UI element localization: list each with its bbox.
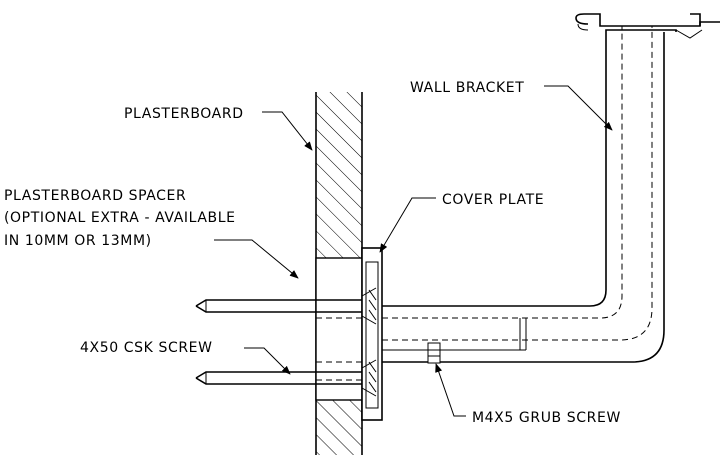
label-csk-screw: 4X50 CSK SCREW xyxy=(80,340,213,356)
label-wall-bracket: WALL BRACKET xyxy=(410,80,524,96)
csk-screw-upper xyxy=(195,287,377,325)
leader-lines xyxy=(214,85,613,417)
grub-screw xyxy=(427,342,441,364)
wall-bracket xyxy=(382,13,720,363)
label-spacer-line1: PLASTERBOARD SPACER xyxy=(4,188,186,204)
label-cover-plate: COVER PLATE xyxy=(442,192,544,208)
label-grub-screw: M4X5 GRUB SCREW xyxy=(472,410,621,426)
label-spacer-line2: (OPTIONAL EXTRA - AVAILABLE xyxy=(4,210,236,226)
label-spacer-line3: IN 10MM OR 13MM) xyxy=(4,233,152,249)
label-plasterboard: PLASTERBOARD xyxy=(124,106,244,122)
csk-screw-lower xyxy=(195,359,377,397)
plasterboard-spacer xyxy=(315,257,363,401)
